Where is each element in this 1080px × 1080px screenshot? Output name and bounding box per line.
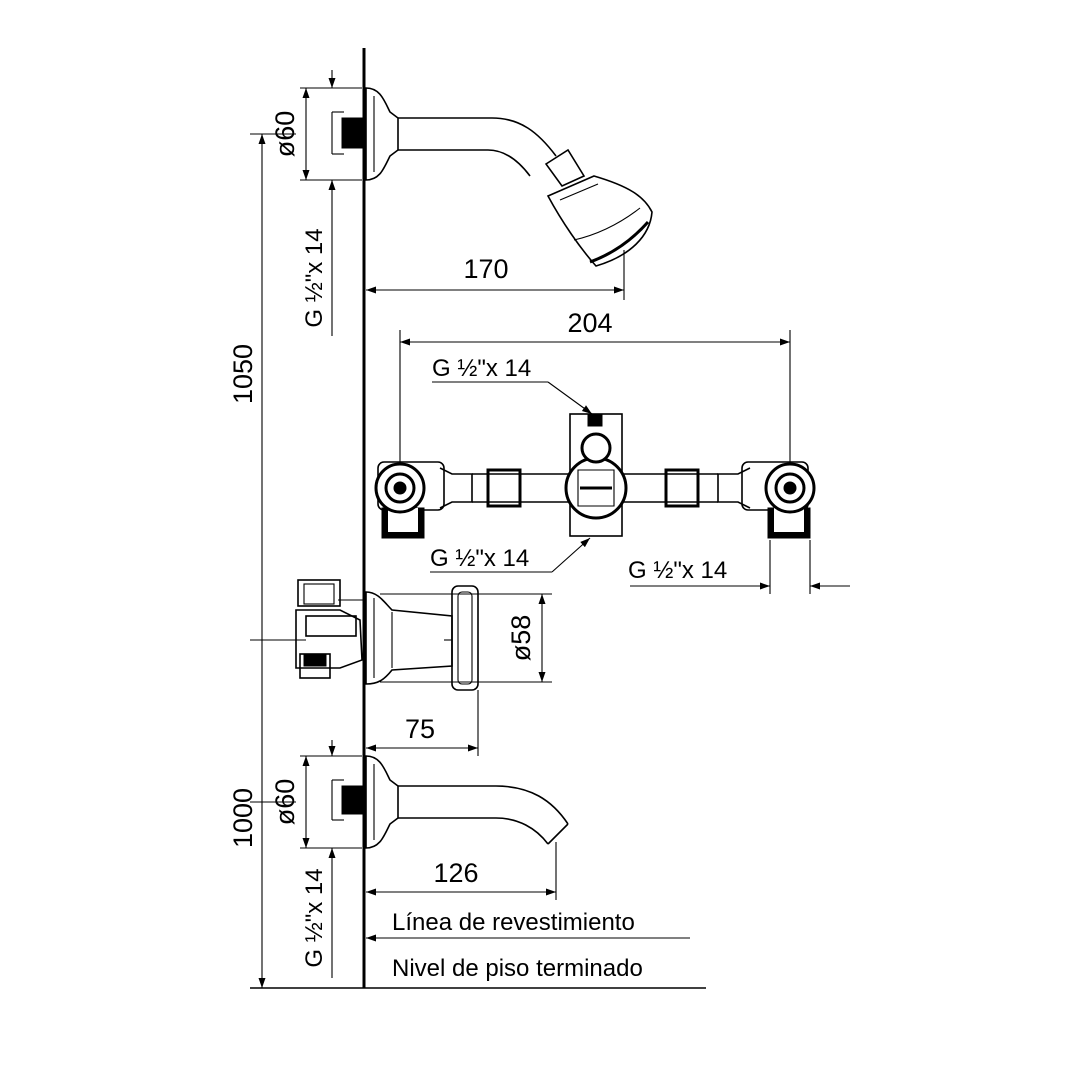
handle-diameter-dimension — [380, 593, 552, 683]
mixer-thread-right-dimension — [630, 540, 850, 594]
handle-diameter-label: ø58 — [506, 615, 536, 662]
shower-arm — [341, 87, 557, 181]
floor-line-label: Nivel de piso terminado — [392, 955, 643, 982]
wall-line-label: Línea de revestimiento — [392, 909, 635, 936]
shower-arm-projection-dimension — [366, 250, 625, 300]
handle-projection-dimension — [366, 690, 479, 756]
spout-height-label: 1000 — [228, 788, 258, 848]
shower-height-label: 1050 — [228, 344, 258, 404]
spout-projection-label: 126 — [433, 858, 478, 888]
mixer-thread-bottom-arrow — [551, 537, 591, 573]
mixer-thread-top-arrow — [547, 381, 593, 415]
mixer-thread-bottom-label: G ½"x 14 — [430, 545, 529, 572]
spout-thread-label: G ½"x 14 — [301, 868, 328, 967]
mixer-width-dimension — [399, 330, 791, 468]
shower-arm-projection-label: 170 — [463, 254, 508, 284]
valve-body-in-wall — [295, 579, 364, 679]
spout — [341, 755, 569, 849]
spout-projection-dimension — [366, 842, 557, 900]
shower-outlet-diameter-dimension — [300, 70, 362, 198]
handle-projection-label: 75 — [405, 714, 435, 744]
shower-head — [544, 148, 653, 267]
handle — [365, 585, 479, 691]
shower-thread-label: G ½"x 14 — [301, 228, 328, 327]
spout-outlet-diameter-dimension — [300, 740, 362, 864]
mixer-width-label: 204 — [567, 308, 612, 338]
mixer-thread-top-label: G ½"x 14 — [432, 355, 531, 382]
mixer-body — [374, 413, 816, 539]
mixer-thread-right-label: G ½"x 14 — [628, 557, 727, 584]
shower-height-dimension — [250, 133, 296, 988]
